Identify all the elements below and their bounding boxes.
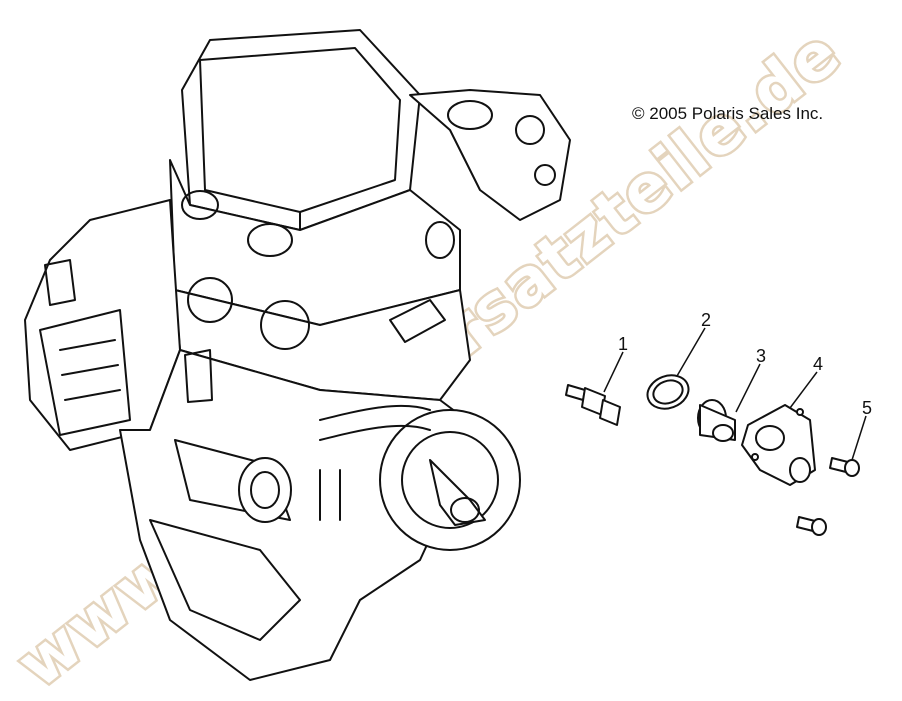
sensor-part <box>565 384 621 426</box>
callout-3: 3 <box>756 346 767 366</box>
leader-5 <box>851 415 867 461</box>
o-ring-part <box>646 374 690 410</box>
thermostat-part <box>697 399 736 442</box>
bolt-part <box>796 457 860 536</box>
callout-1: 1 <box>618 334 629 354</box>
callout-5: 5 <box>862 398 873 418</box>
leader-3 <box>735 363 761 413</box>
callout-4: 4 <box>813 354 824 374</box>
callout-2: 2 <box>701 310 712 330</box>
leader-2 <box>676 327 706 377</box>
housing-part <box>741 404 816 486</box>
leader-1 <box>603 351 624 393</box>
leader-4 <box>789 371 818 409</box>
copyright-text: © 2005 Polaris Sales Inc. <box>632 104 824 123</box>
